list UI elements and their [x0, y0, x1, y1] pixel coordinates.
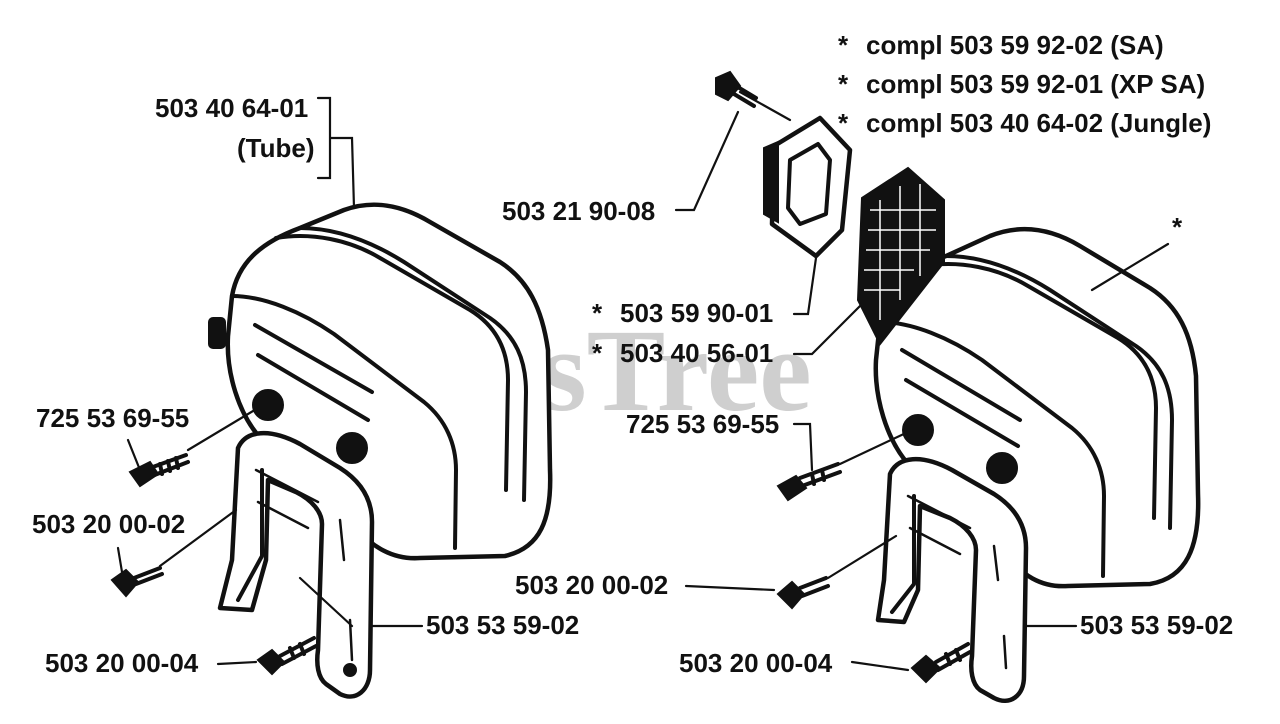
right-bracket	[875, 456, 1029, 703]
leader-right-muffler	[1090, 242, 1170, 292]
label-muffler-asterisk: *	[1172, 212, 1183, 242]
label-left-screw-top: 725 53 69-55	[36, 403, 189, 433]
left-screw-top	[128, 453, 190, 488]
label-left-screw-mid: 503 20 00-02	[32, 509, 185, 539]
label-right-screw-mid: 503 20 00-02	[515, 570, 668, 600]
label-left-bracket: 503 53 59-02	[426, 610, 579, 640]
label-right-screw-bottom: 503 20 00-04	[679, 648, 833, 678]
leader-left-bracket	[298, 576, 424, 628]
right-plate	[763, 115, 853, 259]
left-screw-bottom	[256, 636, 318, 676]
label-complete-jungle: compl 503 40 64-02 (Jungle)	[866, 108, 1211, 138]
label-left-screw-bottom: 503 20 00-04	[45, 648, 199, 678]
leader-right-screw-upper	[792, 422, 910, 472]
leader-right-screen	[792, 298, 868, 356]
leader-right-screw-top	[674, 90, 792, 212]
label-screen-asterisk: *	[592, 338, 603, 368]
label-asterisk-2: *	[838, 69, 849, 99]
label-right-plate: 503 59 90-01	[620, 298, 773, 328]
label-right-screw-upper: 725 53 69-55	[626, 409, 779, 439]
label-asterisk-1: *	[838, 30, 849, 60]
label-right-screen: 503 40 56-01	[620, 338, 773, 368]
leader-left-muffler	[316, 96, 356, 210]
right-screen	[856, 166, 945, 346]
leader-left-screw-bottom	[216, 660, 258, 666]
leader-right-screw-bottom	[850, 660, 910, 672]
right-screw-bottom	[910, 642, 972, 684]
label-plate-asterisk: *	[592, 298, 603, 328]
label-right-bracket: 503 53 59-02	[1080, 610, 1233, 640]
label-left-muffler-note: (Tube)	[237, 133, 315, 163]
leader-left-screw-top	[126, 406, 260, 472]
label-asterisk-3: *	[838, 108, 849, 138]
right-screw-top	[715, 70, 758, 108]
right-screw-mid	[776, 576, 830, 610]
label-complete-sa: compl 503 59 92-02 (SA)	[866, 30, 1164, 60]
left-bracket	[217, 430, 375, 699]
leader-left-screw-mid	[116, 508, 238, 574]
left-screw-mid	[110, 566, 164, 598]
label-complete-xp-sa: compl 503 59 92-01 (XP SA)	[866, 69, 1205, 99]
leader-right-screw-mid	[684, 534, 898, 592]
leader-right-plate	[792, 256, 818, 316]
label-right-screw-top: 503 21 90-08	[502, 196, 655, 226]
right-screw-upper	[776, 462, 842, 502]
label-left-muffler-part: 503 40 64-01	[155, 93, 308, 123]
